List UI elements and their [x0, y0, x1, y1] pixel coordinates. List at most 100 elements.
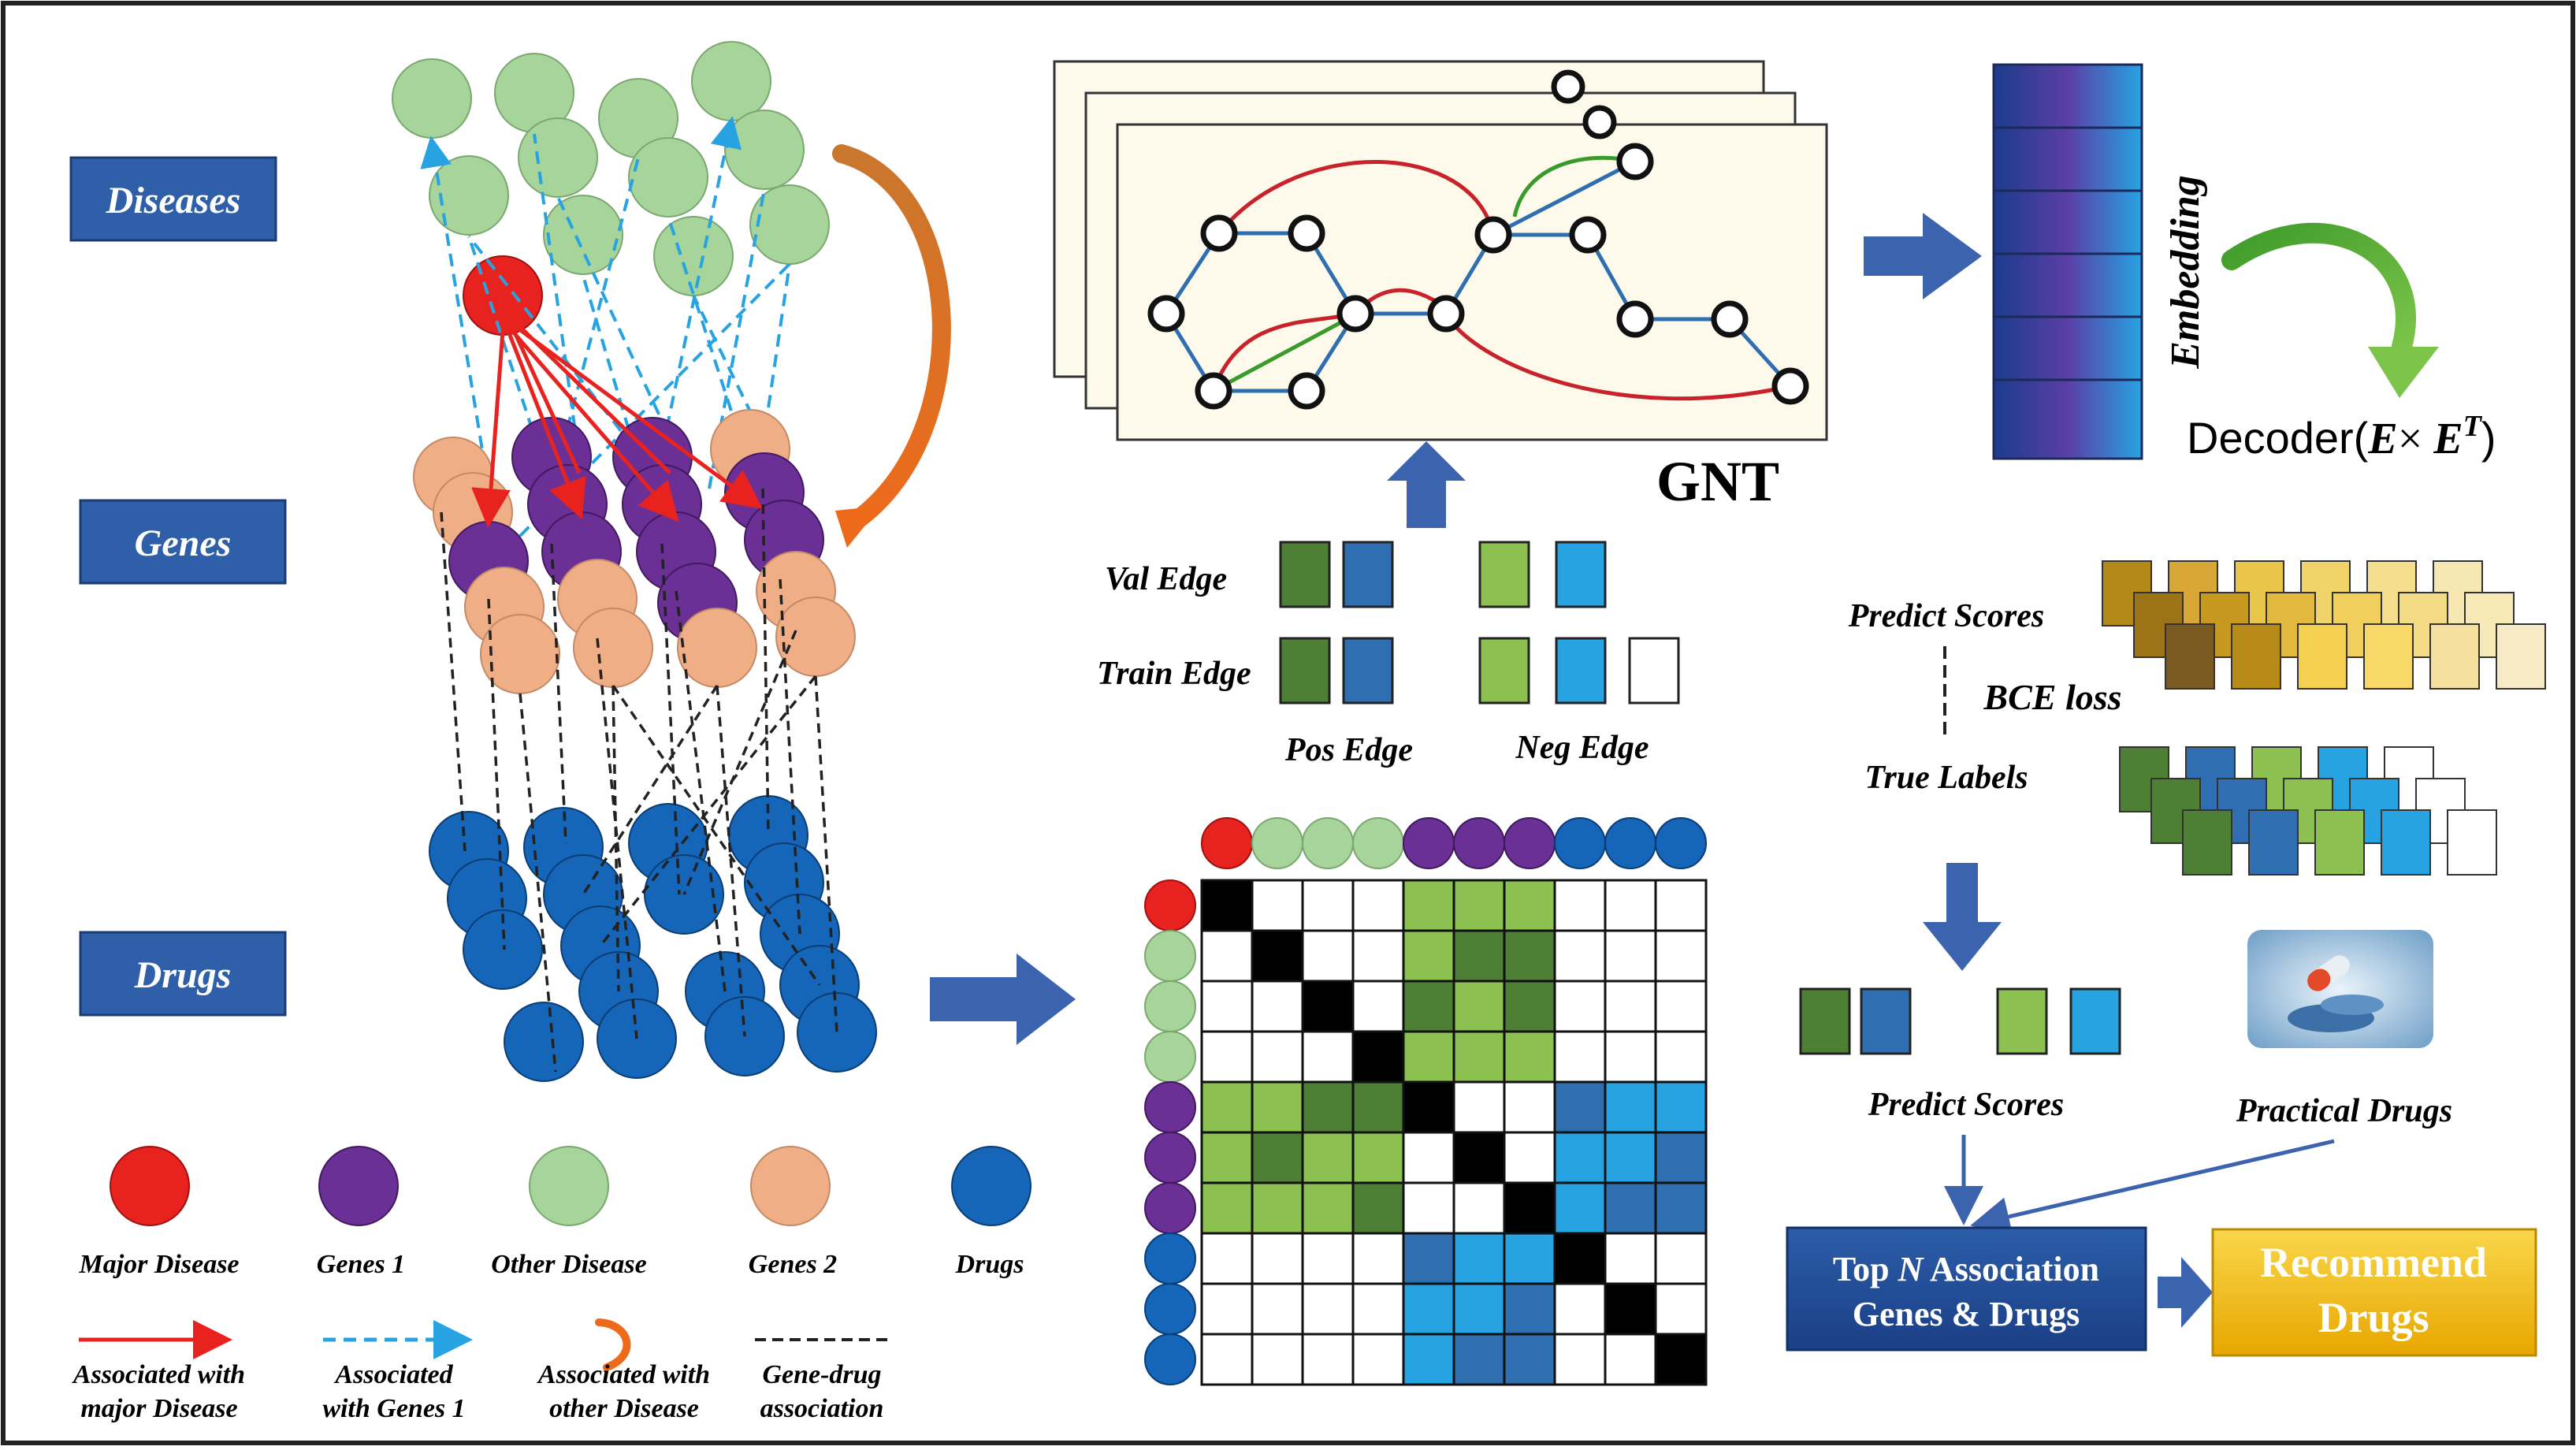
matrix-cell — [1654, 1232, 1708, 1285]
matrix-cell — [1351, 980, 1405, 1033]
matrix-cell — [1452, 980, 1506, 1033]
matrix-col-node — [1453, 817, 1505, 869]
matrix-cell — [1553, 1232, 1607, 1285]
arrow-edges-to-gnt — [1387, 441, 1466, 528]
matrix-cell — [1301, 1030, 1355, 1084]
decoder-e1: E — [2367, 415, 2397, 463]
matrix-cell — [1604, 1131, 1657, 1184]
matrix-cell — [1553, 1131, 1607, 1184]
predict-scores-output-label: Predict Scores — [1868, 1087, 2064, 1123]
val-edge-label: Val Edge — [1105, 561, 1227, 597]
matrix-row-node — [1144, 1132, 1196, 1184]
matrix-cell — [1351, 929, 1405, 983]
matrix-cell — [1301, 1131, 1355, 1184]
legend-assoc-major-line1: Associated with — [72, 1360, 245, 1389]
legend: Major Disease Genes 1 Other Disease Gene… — [72, 1146, 1032, 1423]
drugs-label: Drugs — [134, 954, 232, 996]
matrix-cell — [1200, 1232, 1254, 1285]
matrix-cell — [1351, 1080, 1405, 1134]
matrix-col-node — [1251, 817, 1303, 869]
matrix-cell — [1654, 1030, 1708, 1084]
embedding-bar — [1992, 63, 2143, 460]
arrow-graph-to-matrix — [930, 954, 1076, 1045]
matrix-cell — [1251, 879, 1304, 932]
legend-assoc-other-line2: other Disease — [549, 1394, 699, 1423]
matrix-cell — [1553, 1333, 1607, 1386]
train-edge-label: Train Edge — [1097, 656, 1251, 692]
matrix-cell — [1301, 1181, 1355, 1235]
decoder-arc — [2221, 222, 2416, 357]
matrix-cell — [1452, 929, 1506, 983]
legend-gene-drug-line2: association — [760, 1394, 884, 1423]
pos-edge-label: Pos Edge — [1284, 732, 1413, 768]
matrix-cell — [1553, 879, 1607, 932]
matrix-cell — [1351, 1131, 1405, 1184]
matrix-cell — [1654, 1131, 1708, 1184]
edge-squares — [1279, 541, 1680, 705]
left-labels: Diseases Genes Drugs — [69, 156, 287, 1017]
matrix-cell — [1402, 980, 1455, 1033]
top-n-line1-n: N — [1898, 1250, 1925, 1288]
matrix-cell — [1604, 1282, 1657, 1336]
matrix-cell — [1604, 1333, 1657, 1386]
matrix-cell — [1301, 929, 1355, 983]
gnt-panels: GNT — [1053, 60, 1828, 513]
gene-nodes — [413, 409, 856, 694]
legend-assoc-other-line1: Associated with — [537, 1360, 710, 1389]
matrix-cell — [1301, 1282, 1355, 1336]
legend-gene-drug-line1: Gene-drug — [762, 1360, 881, 1389]
matrix-cell — [1654, 1333, 1708, 1386]
matrix-cell — [1200, 980, 1254, 1033]
gnt-title: GNT — [1656, 450, 1779, 513]
decoder-close: ) — [2481, 413, 2496, 463]
matrix-cell — [1654, 1282, 1708, 1336]
matrix-cell — [1251, 1333, 1304, 1386]
arrow-drugs-to-top — [1970, 1139, 2335, 1236]
legend-assoc-major-line2: major Disease — [80, 1394, 237, 1423]
matrix-cell — [1452, 1282, 1506, 1336]
other-disease-node — [518, 117, 598, 198]
embedding-label: Embedding — [2163, 175, 2208, 370]
matrix-cell — [1553, 1181, 1607, 1235]
matrix-row-node — [1144, 1182, 1196, 1234]
matrix-cell — [1402, 929, 1455, 983]
matrix-cell — [1452, 879, 1506, 932]
matrix-cell — [1503, 1232, 1556, 1285]
matrix-cell — [1351, 1030, 1405, 1084]
matrix-cell — [1402, 1232, 1455, 1285]
legend-major-disease-swatch — [110, 1146, 190, 1226]
matrix-cell — [1301, 1333, 1355, 1386]
legend-assoc-genes1-line2: with Genes 1 — [322, 1394, 465, 1423]
matrix-cell — [1402, 879, 1455, 932]
matrix-row-node — [1144, 1232, 1196, 1285]
drug-node — [463, 909, 543, 990]
legend-drugs-swatch — [951, 1146, 1032, 1226]
true-labels-label: True Labels — [1864, 760, 2028, 796]
recommend-line2: Drugs — [2318, 1294, 2429, 1341]
matrix-cell — [1452, 1333, 1506, 1386]
matrix-cell — [1553, 1080, 1607, 1134]
matrix-cell — [1604, 1232, 1657, 1285]
matrix-cell — [1351, 1232, 1405, 1285]
matrix-col-node — [1655, 817, 1707, 869]
matrix-col-node — [1302, 817, 1354, 869]
decoder-prefix: Decoder( — [2187, 413, 2369, 463]
matrix-cell — [1251, 1282, 1304, 1336]
drugs-label-box — [79, 931, 287, 1017]
matrix-cell — [1604, 980, 1657, 1033]
matrix-cell — [1251, 1080, 1304, 1134]
adjacency-matrix — [1144, 817, 1708, 1386]
matrix-cell — [1503, 1030, 1556, 1084]
true-label-stack — [2119, 746, 2497, 876]
matrix-cell — [1351, 1333, 1405, 1386]
matrix-cell — [1654, 980, 1708, 1033]
matrix-cell — [1553, 1030, 1607, 1084]
matrix-col-node — [1604, 817, 1656, 869]
matrix-cell — [1604, 1181, 1657, 1235]
matrix-col-node — [1504, 817, 1556, 869]
matrix-cell — [1452, 1030, 1506, 1084]
other-disease-node — [628, 137, 708, 217]
decoder-formula: Decoder(E× ET) — [2187, 410, 2496, 463]
matrix-cell — [1200, 1282, 1254, 1336]
bce-loss-label: BCE loss — [1983, 677, 2121, 717]
